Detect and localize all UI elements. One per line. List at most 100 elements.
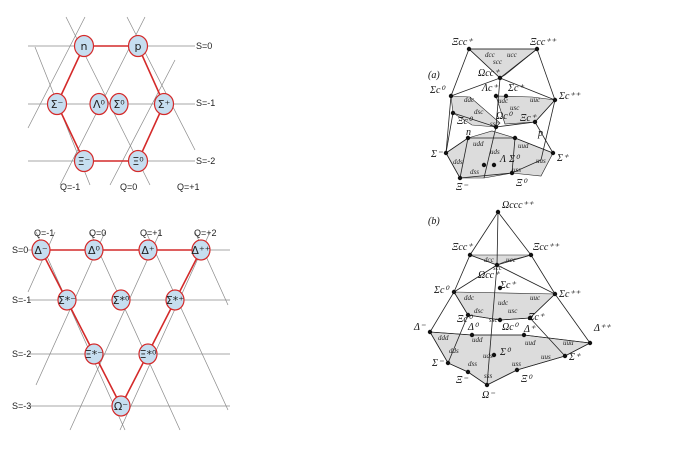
panel-b-xi-cc-plus: Ξcc⁺ bbox=[452, 242, 473, 253]
decuplet-s0-label: S=0 bbox=[12, 245, 28, 255]
panel-a-q-uuc: uuc bbox=[530, 96, 541, 104]
panel-a-lambda-c-plus: Λc⁺ bbox=[481, 83, 498, 94]
panel-b-omega-cc-plus: Ωcc⁺ bbox=[478, 270, 500, 281]
svg-text:Σ⁻: Σ⁻ bbox=[51, 98, 64, 111]
octet-node-p: p bbox=[127, 34, 149, 58]
panel-a-xi-cc-plusplus: Ξcc⁺⁺ bbox=[530, 37, 557, 48]
panel-a-xi-zero: Ξ⁰ bbox=[516, 178, 528, 189]
panel-a-sigma-minus: Σ⁻ bbox=[430, 149, 443, 160]
panel-b-delta-plusplus: Δ⁺⁺ bbox=[593, 323, 611, 334]
panel-a-octet-edges bbox=[445, 137, 554, 154]
panel-b-delta-zero: Δ⁰ bbox=[467, 322, 480, 333]
panel-a-vertices bbox=[443, 46, 558, 181]
panel-b-label: (b) bbox=[428, 216, 440, 227]
octet-node-sigma-minus: Σ⁻ bbox=[46, 92, 68, 116]
panel-a-lambda: Λ bbox=[499, 154, 506, 165]
panel-b-right-spoke bbox=[529, 317, 566, 357]
svg-text:n: n bbox=[81, 40, 88, 53]
panel-b-q-uss: uss bbox=[512, 360, 521, 368]
panel-b-xi-c-zero: Ξc⁰ bbox=[457, 314, 474, 325]
panel-b-sigma-c-zero: Σc⁰ bbox=[433, 285, 450, 296]
panel-a-q-uus: uus bbox=[536, 157, 546, 165]
panel-b-xi-c-plus: Ξc⁺ bbox=[528, 312, 545, 323]
panel-b-xi-cc-plusplus: Ξcc⁺⁺ bbox=[533, 242, 560, 253]
panel-a-q-ddc: ddc bbox=[464, 96, 475, 104]
decuplet-node-sigma-star-zero: Σ*⁰ bbox=[111, 289, 131, 311]
panel-b-q-uuc: uuc bbox=[530, 294, 541, 302]
panel-b-q-usc: usc bbox=[508, 307, 518, 315]
panel-a-xi-minus: Ξ⁻ bbox=[456, 182, 468, 193]
panel-a-sigma-c-zero: Σc⁰ bbox=[429, 85, 446, 96]
panel-b-q-udd: udd bbox=[472, 336, 483, 344]
panel-b-q-ucc: ucc bbox=[506, 256, 517, 264]
panel-b-sigma-plus: Σ⁺ bbox=[568, 352, 581, 363]
panel-b-omega-c-zero: Ωc⁰ bbox=[502, 322, 520, 333]
decuplet-s3-label: S=-3 bbox=[12, 401, 31, 411]
panel-b-left-spoke bbox=[447, 314, 469, 364]
svg-text:Λ⁰: Λ⁰ bbox=[93, 98, 106, 111]
svg-text:Δ⁰: Δ⁰ bbox=[88, 244, 101, 257]
octet-node-sigma-plus: Σ⁺ bbox=[153, 92, 175, 116]
decuplet-s2-label: S=-2 bbox=[12, 349, 31, 359]
panel-a-sigma-c-plus: Σc⁺ bbox=[507, 83, 524, 94]
panel-a-q-usc: usc bbox=[510, 104, 520, 112]
panel-b-sigma-c-plus: Σc⁺ bbox=[499, 280, 516, 291]
octet-node-lambda: Λ⁰ bbox=[89, 92, 109, 116]
panel-b-xi-zero: Ξ⁰ bbox=[521, 374, 533, 385]
panel-a-proton: p bbox=[537, 128, 543, 139]
panel-b-omega-ccc: Ωccc⁺⁺ bbox=[502, 200, 534, 211]
decuplet-node-delta-minus: Δ⁻ bbox=[31, 239, 51, 261]
panel-b-back-edge bbox=[429, 331, 591, 344]
panel-a-right-column bbox=[534, 121, 554, 154]
octet-q-minus-label: Q=-1 bbox=[60, 182, 80, 192]
panel-b-q-sss: sss bbox=[484, 372, 492, 380]
decuplet-node-xi-star-zero: Ξ*⁰ bbox=[138, 343, 158, 365]
decuplet-q-minus1-label: Q=-1 bbox=[34, 228, 54, 238]
panel-b-q-ddc: ddc bbox=[464, 294, 475, 302]
panel-b-q-dcc: dcc bbox=[484, 256, 495, 264]
decuplet-q-plus1-label: Q=+1 bbox=[140, 228, 163, 238]
panel-b-q-udc: udc bbox=[498, 299, 509, 307]
panel-a-xi-cc-plus: Ξcc⁺ bbox=[452, 37, 473, 48]
svg-text:Σ*⁻: Σ*⁻ bbox=[58, 294, 76, 307]
decuplet-node-delta-plusplus: Δ⁺⁺ bbox=[191, 239, 211, 261]
panel-b-q-scc: scc bbox=[493, 264, 503, 272]
panel-b-q-uud: uud bbox=[525, 339, 536, 347]
panel-b-omega-minus: Ω⁻ bbox=[482, 390, 495, 401]
svg-text:Σ⁰: Σ⁰ bbox=[113, 98, 125, 111]
svg-text:Δ⁺⁺: Δ⁺⁺ bbox=[191, 244, 210, 257]
panel-a-diagram: (a) Ξcc⁺ Ξcc⁺⁺ Ωcc⁺ Λc⁺ Σc⁺ Σc bbox=[428, 37, 581, 193]
panel-b-q-uuu: uuu bbox=[563, 339, 574, 347]
panel-a-xi-c-plus: Ξc⁺ bbox=[520, 113, 537, 124]
panel-a-left-spoke bbox=[459, 137, 469, 179]
panel-a-mid-edges bbox=[452, 99, 556, 128]
panel-a-neutron: n bbox=[466, 127, 471, 138]
svg-text:Ξ⁰: Ξ⁰ bbox=[132, 155, 144, 168]
panel-a-q-dss: dss bbox=[470, 168, 479, 176]
panel-b-sigma-minus: Σ⁻ bbox=[431, 358, 444, 369]
decuplet-node-delta-zero: Δ⁰ bbox=[84, 239, 104, 261]
decuplet-s1-label: S=-1 bbox=[12, 295, 31, 305]
octet-diagram: n p Σ⁻ Λ⁰ Σ⁰ Σ⁺ Ξ⁻ Ξ⁰ S=0 S=-1 S=-2 Q=-1… bbox=[27, 16, 215, 192]
panel-a-sigma-c-plusplus: Σc⁺⁺ bbox=[558, 91, 581, 102]
octet-q-zero-label: Q=0 bbox=[120, 182, 137, 192]
octet-node-sigma-zero: Σ⁰ bbox=[109, 92, 129, 116]
decuplet-triangle bbox=[39, 249, 203, 408]
octet-node-xi-minus: Ξ⁻ bbox=[73, 149, 95, 173]
octet-s1-label: S=-1 bbox=[196, 98, 215, 108]
panel-a-q-dds: dds bbox=[453, 158, 463, 166]
panel-a-sigma-plus: Σ⁺ bbox=[556, 153, 569, 164]
panel-a-q-uss: uss bbox=[512, 166, 521, 174]
svg-text:p: p bbox=[135, 40, 142, 53]
panel-a-sigma-zero: Σ⁰ bbox=[508, 154, 521, 165]
svg-text:Δ⁻: Δ⁻ bbox=[34, 244, 48, 257]
svg-text:Ω⁻: Ω⁻ bbox=[114, 400, 128, 413]
svg-text:Ξ*⁻: Ξ*⁻ bbox=[85, 348, 103, 361]
svg-text:Ξ*⁰: Ξ*⁰ bbox=[140, 348, 157, 361]
decuplet-node-sigma-star-plus: Σ*⁺ bbox=[165, 289, 185, 311]
panel-b-diagram: (b) Ωccc⁺⁺ Ξcc⁺ Ξcc⁺⁺ Ωcc⁺ Σc⁺ Σc⁰ bbox=[413, 200, 611, 401]
octet-q-plus-label: Q=+1 bbox=[177, 182, 200, 192]
svg-text:Δ⁺: Δ⁺ bbox=[141, 244, 155, 257]
panel-b-delta-minus: Δ⁻ bbox=[413, 322, 426, 333]
